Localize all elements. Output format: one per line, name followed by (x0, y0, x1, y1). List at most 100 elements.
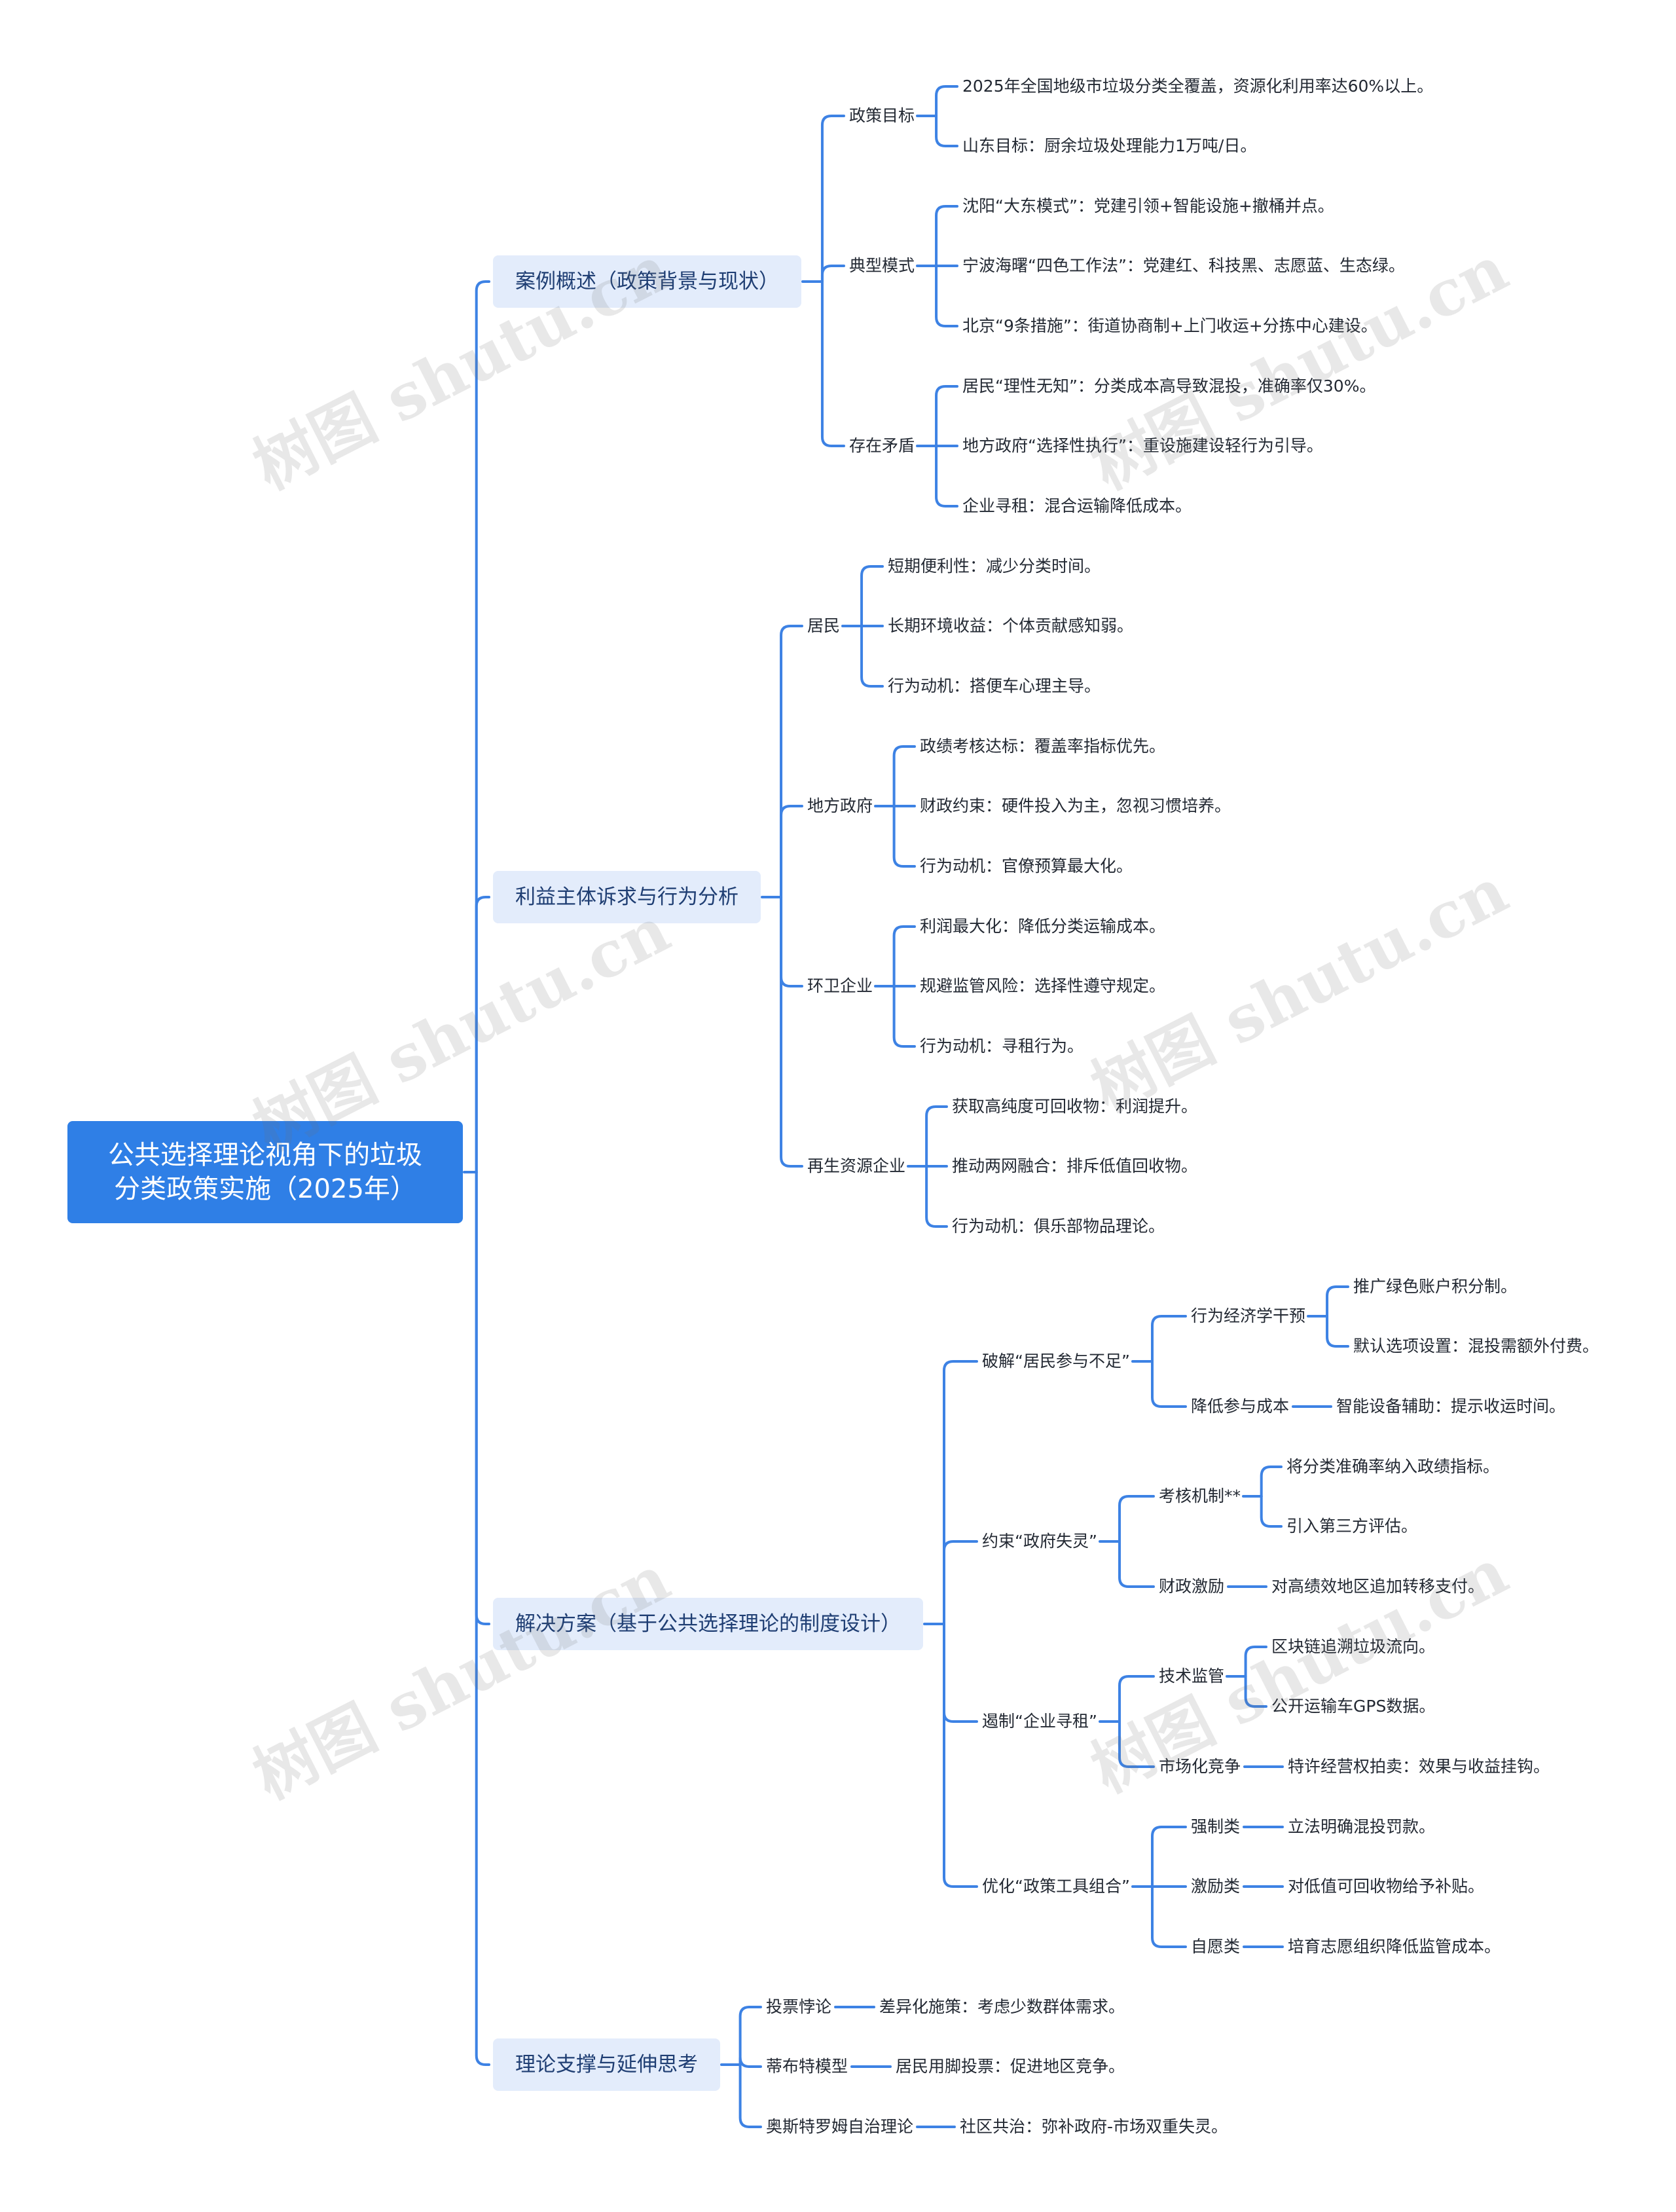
connector (738, 2057, 762, 2068)
branch-solutions[interactable]: 解决方案（基于公共选择理论的制度设计） (493, 1598, 923, 1650)
leaf-node[interactable]: 居民用脚投票：促进地区竞争。 (894, 2054, 1127, 2080)
connector (892, 985, 916, 1048)
subtopic-local-government[interactable]: 地方政府 (806, 793, 875, 819)
leaf-node[interactable]: 行为动机：官僚预算最大化。 (919, 853, 1135, 879)
subtopic-residents[interactable]: 居民 (806, 613, 842, 639)
connector (475, 1171, 490, 1625)
connector (475, 1171, 490, 2066)
subtopic-contradictions[interactable]: 存在矛盾 (848, 433, 917, 459)
connector (1118, 1675, 1155, 1723)
leaf-node[interactable]: 推动两网融合：排斥低值回收物。 (951, 1153, 1199, 1179)
leaf-node[interactable]: 2025年全国地级市垃圾分类全覆盖，资源化利用率达60%以上。 (961, 73, 1435, 100)
leaf-node[interactable]: 获取高纯度可回收物：利润提升。 (951, 1094, 1199, 1120)
leaf-node[interactable]: 对低值可回收物给予补贴。 (1286, 1873, 1486, 1900)
connector (1326, 1285, 1349, 1318)
leaf-node[interactable]: 利润最大化：降低分类运输成本。 (919, 913, 1167, 940)
subtopic-behavioral-economics[interactable]: 行为经济学干预 (1190, 1303, 1307, 1329)
connector (935, 85, 958, 117)
subtopic-government-failure[interactable]: 约束“政府失灵” (981, 1528, 1099, 1555)
leaf-node[interactable]: 短期便利性：减少分类时间。 (886, 553, 1102, 580)
leaf-node[interactable]: 推广绿色账户积分制。 (1352, 1274, 1519, 1300)
subtopic-sanitation-companies[interactable]: 环卫企业 (806, 973, 875, 999)
leaf-node[interactable]: 行为动机：搭便车心理主导。 (886, 673, 1102, 699)
branch-theory[interactable]: 理论支撑与延伸思考 (493, 2038, 720, 2091)
subtopic-ostrom-theory[interactable]: 奥斯特罗姆自治理论 (765, 2114, 915, 2140)
leaf-node[interactable]: 企业寻租：混合运输降低成本。 (961, 493, 1193, 519)
branch-case-overview[interactable]: 案例概述（政策背景与现状） (493, 255, 801, 308)
root-topic-line-1: 公共选择理论视角下的垃圾 (108, 1140, 422, 1170)
connector (475, 896, 490, 1173)
connector (1151, 1315, 1187, 1363)
subtopic-resident-participation[interactable]: 破解“居民参与不足” (981, 1348, 1131, 1374)
connector (935, 265, 958, 327)
subtopic-policy-tools[interactable]: 优化“政策工具组合” (981, 1873, 1131, 1900)
connector (1151, 1885, 1187, 1948)
leaf-node[interactable]: 山东目标：厨余垃圾处理能力1万吨/日。 (961, 133, 1258, 159)
connector (1326, 1315, 1349, 1348)
connector (1260, 1495, 1283, 1528)
leaf-node[interactable]: 区块链追溯垃圾流向。 (1270, 1634, 1437, 1660)
connector (780, 625, 803, 898)
connector (892, 805, 916, 868)
leaf-node[interactable]: 默认选项设置：混投需额外付费。 (1352, 1333, 1601, 1359)
connector (780, 896, 803, 987)
leaf-node[interactable]: 培育志愿组织降低监管成本。 (1286, 1934, 1503, 1960)
leaf-node[interactable]: 规避监管风险：选择性遵守规定。 (919, 973, 1167, 999)
subtopic-voting-paradox[interactable]: 投票悖论 (765, 1994, 833, 2020)
connector (943, 1623, 978, 1723)
connector (892, 925, 916, 987)
connector (820, 115, 845, 283)
leaf-node[interactable]: 差异化施策：考虑少数群体需求。 (878, 1994, 1127, 2020)
subtopic-tech-supervision[interactable]: 技术监管 (1157, 1663, 1226, 1689)
connector (1118, 1540, 1155, 1588)
leaf-node[interactable]: 将分类准确率纳入政绩指标。 (1285, 1454, 1501, 1480)
connector (738, 2006, 762, 2066)
subtopic-policy-goal[interactable]: 政策目标 (848, 103, 917, 129)
subtopic-recycling-companies[interactable]: 再生资源企业 (806, 1153, 907, 1179)
subtopic-assessment[interactable]: 考核机制** (1157, 1483, 1243, 1509)
connector (820, 265, 845, 283)
connector (935, 205, 958, 267)
subtopic-tiebout-model[interactable]: 蒂布特模型 (765, 2054, 850, 2080)
connector (925, 1105, 948, 1168)
subtopic-market-competition[interactable]: 市场化竞争 (1157, 1754, 1243, 1780)
connector (820, 280, 845, 447)
leaf-node[interactable]: 长期环境收益：个体贡献感知弱。 (886, 613, 1135, 639)
connector (943, 1623, 978, 1888)
subtopic-typical-model[interactable]: 典型模式 (848, 253, 917, 279)
connector (780, 896, 803, 1168)
leaf-node[interactable]: 政绩考核达标：覆盖率指标优先。 (919, 733, 1167, 760)
connector (925, 1165, 948, 1228)
connector (780, 805, 803, 898)
subtopic-rent-seeking[interactable]: 遏制“企业寻租” (981, 1708, 1099, 1735)
leaf-node[interactable]: 引入第三方评估。 (1285, 1513, 1419, 1539)
leaf-node[interactable]: 立法明确混投罚款。 (1286, 1814, 1437, 1840)
leaf-node[interactable]: 对高绩效地区追加转移支付。 (1270, 1574, 1486, 1600)
subtopic-mandatory[interactable]: 强制类 (1190, 1814, 1242, 1840)
leaf-node[interactable]: 沈阳“大东模式”：党建引领+智能设施+撤桶并点。 (961, 193, 1336, 219)
connector (943, 1360, 978, 1625)
connector (935, 115, 958, 147)
subtopic-lower-cost[interactable]: 降低参与成本 (1190, 1393, 1291, 1420)
root-topic[interactable]: 公共选择理论视角下的垃圾 分类政策实施（2025年） (67, 1121, 463, 1223)
leaf-node[interactable]: 智能设备辅助：提示收运时间。 (1335, 1393, 1567, 1420)
connector (1151, 1826, 1187, 1888)
leaf-node[interactable]: 特许经营权拍卖：效果与收益挂钩。 (1286, 1754, 1552, 1780)
branch-stakeholder-analysis[interactable]: 利益主体诉求与行为分析 (493, 871, 761, 923)
leaf-node[interactable]: 公开运输车GPS数据。 (1270, 1693, 1437, 1720)
leaf-node[interactable]: 居民“理性无知”：分类成本高导致混投，准确率仅30%。 (961, 373, 1377, 399)
subtopic-fiscal-incentive[interactable]: 财政激励 (1157, 1574, 1226, 1600)
leaf-node[interactable]: 宁波海曙“四色工作法”：党建红、科技黑、志愿蓝、生态绿。 (961, 253, 1406, 279)
subtopic-incentive[interactable]: 激励类 (1190, 1873, 1242, 1900)
leaf-node[interactable]: 财政约束：硬件投入为主，忽视习惯培养。 (919, 793, 1233, 819)
leaf-node[interactable]: 北京“9条措施”：街道协商制+上门收运+分拣中心建设。 (961, 313, 1379, 339)
subtopic-voluntary[interactable]: 自愿类 (1190, 1934, 1242, 1960)
connector (738, 2063, 762, 2128)
connector (943, 1540, 978, 1625)
leaf-node[interactable]: 地方政府“选择性执行”：重设施建设轻行为引导。 (961, 433, 1324, 459)
leaf-node[interactable]: 行为动机：俱乐部物品理论。 (951, 1213, 1167, 1240)
leaf-node[interactable]: 行为动机：寻租行为。 (919, 1033, 1085, 1060)
leaf-node[interactable]: 社区共治：弥补政府-市场双重失灵。 (958, 2114, 1230, 2140)
connector (1244, 1675, 1267, 1708)
